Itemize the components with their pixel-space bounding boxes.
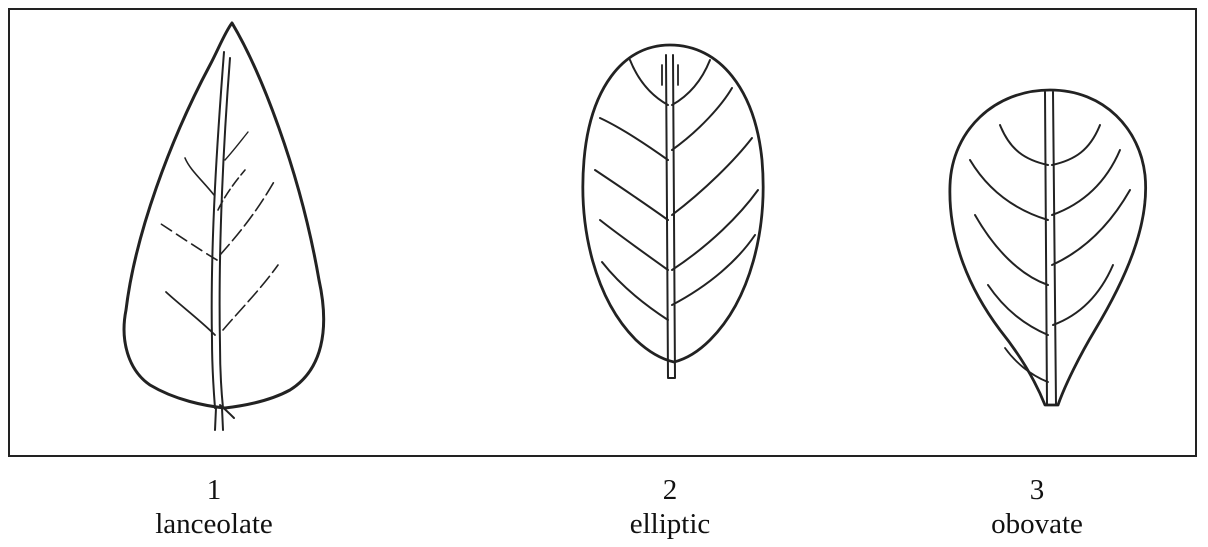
- leaf-caption-lanceolate: 1 lanceolate: [84, 473, 344, 541]
- leaf-shape-name: lanceolate: [84, 507, 344, 541]
- lanceolate-leaf-icon: [124, 23, 324, 430]
- leaf-shape-name: obovate: [907, 507, 1167, 541]
- leaf-number: 1: [84, 473, 344, 507]
- obovate-leaf-icon: [950, 90, 1146, 405]
- leaf-shapes-figure: [8, 8, 1197, 457]
- leaf-drawings: [10, 10, 1199, 459]
- leaf-shape-name: elliptic: [540, 507, 800, 541]
- leaf-caption-elliptic: 2 elliptic: [540, 473, 800, 541]
- leaf-number: 3: [907, 473, 1167, 507]
- elliptic-leaf-icon: [583, 45, 763, 378]
- leaf-caption-obovate: 3 obovate: [907, 473, 1167, 541]
- leaf-number: 2: [540, 473, 800, 507]
